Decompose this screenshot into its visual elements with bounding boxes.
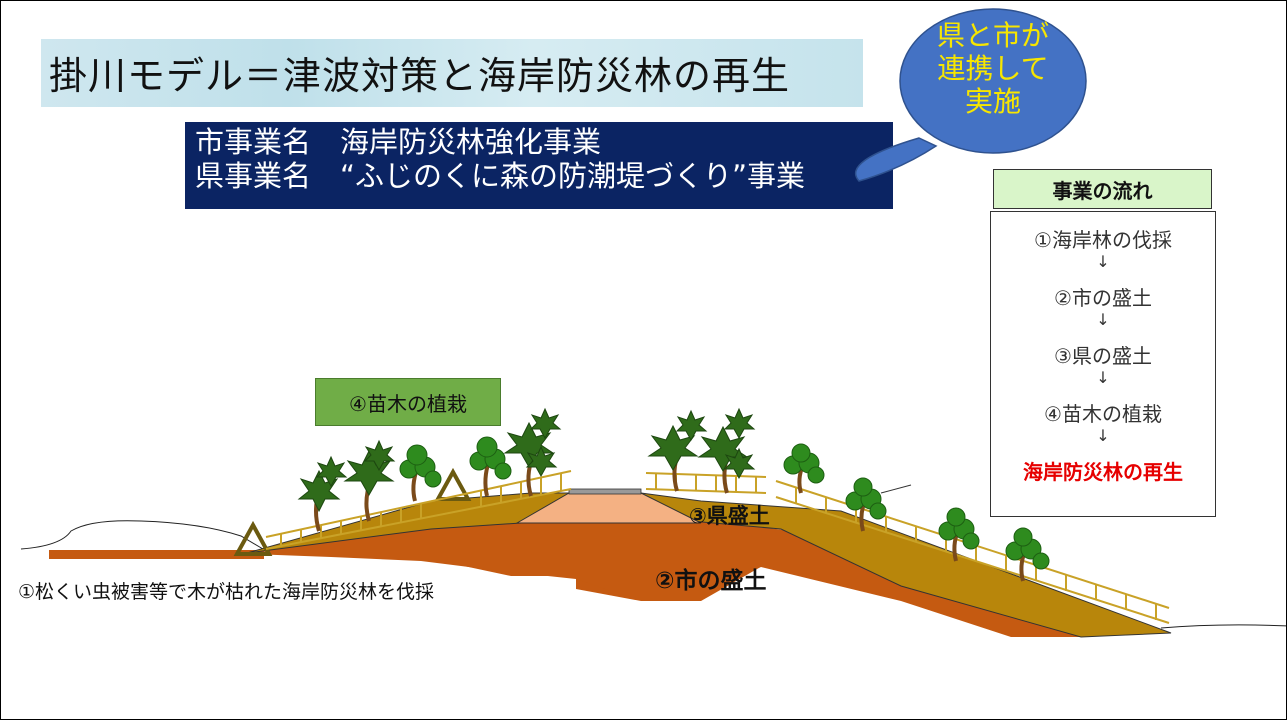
speech-bubble-tail <box>854 137 938 182</box>
bubble-line-2: 連携して <box>937 52 1049 85</box>
prefecture-project-name: 県事業名 “ふじのくに森の防潮堤づくり”事業 <box>195 159 806 193</box>
flow-step-4: ④苗木の植栽 <box>1044 402 1162 426</box>
flow-step-2: ②市の盛土 <box>1054 286 1152 310</box>
pointer-line <box>880 484 912 494</box>
page-title: 掛川モデル＝津波対策と海岸防災林の再生 <box>49 54 791 98</box>
marker-triangle-1 <box>233 520 273 556</box>
planting-label: ④苗木の植栽 <box>315 378 501 426</box>
round-tree-4 <box>845 477 887 532</box>
road-surface <box>568 488 642 495</box>
city-project-name: 市事業名 海岸防災林強化事業 <box>195 125 602 159</box>
pine-tree-4 <box>647 409 708 492</box>
flow-header: 事業の流れ <box>993 169 1212 209</box>
pine-tree-1 <box>297 455 348 532</box>
city-fill-label: ②市の盛土 <box>655 568 767 594</box>
marker-triangle-2 <box>434 467 472 501</box>
project-names-box: 市事業名 海岸防災林強化事業 県事業名 “ふじのくに森の防潮堤づくり”事業 <box>185 122 893 209</box>
round-tree-5 <box>938 507 980 562</box>
round-tree-1 <box>399 444 442 502</box>
flow-step-3: ③県の盛土 <box>1054 344 1152 368</box>
prefecture-fill-label: ③県盛土 <box>689 504 770 528</box>
flow-arrow-2: ↓ <box>1096 310 1110 329</box>
flow-arrow-3: ↓ <box>1096 368 1110 387</box>
bubble-line-3: 実施 <box>964 85 1021 118</box>
bubble-text: 県と市が 連携して 実施 <box>913 19 1073 118</box>
terrain-outline-right <box>1160 624 1286 629</box>
city-fill-body <box>251 517 1081 637</box>
flow-final-step: 海岸防災林の再生 <box>1023 460 1183 484</box>
flow-box: ①海岸林の伐採 ↓ ②市の盛土 ↓ ③県の盛土 ↓ ④苗木の植栽 ↓ 海岸防災林… <box>990 211 1216 517</box>
speech-bubble-body <box>899 8 1087 154</box>
fence-left <box>265 470 572 550</box>
bubble-line-1: 県と市が <box>936 19 1049 52</box>
round-tree-2 <box>469 436 512 497</box>
terrain-outline-left <box>20 520 264 550</box>
flow-step-1: ①海岸林の伐採 <box>1034 228 1172 252</box>
flow-arrow-4: ↓ <box>1096 426 1110 445</box>
title-banner <box>41 39 863 107</box>
felling-label: ①松くい虫被害等で木が枯れた海岸防災林を伐採 <box>18 581 435 603</box>
pine-tree-5 <box>697 407 756 494</box>
flow-arrow-1: ↓ <box>1096 252 1110 271</box>
ground-strip <box>49 550 264 559</box>
pine-tree-3 <box>503 407 562 497</box>
round-tree-3 <box>783 443 825 494</box>
pine-tree-2 <box>343 439 396 522</box>
round-tree-6 <box>1005 527 1050 582</box>
fence-middle <box>645 472 767 494</box>
